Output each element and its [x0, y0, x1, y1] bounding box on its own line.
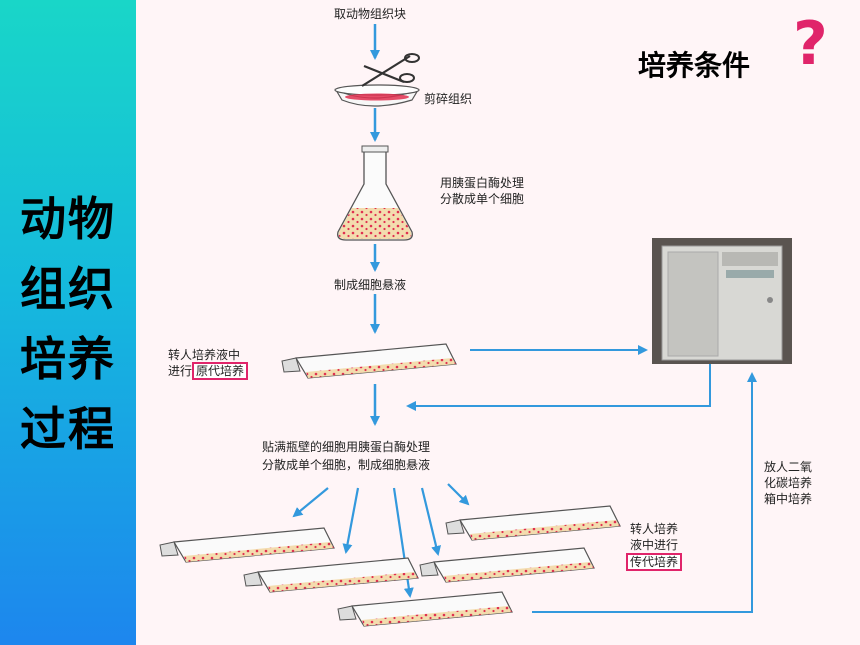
sidebar-title-line-3: 培养 [20, 332, 116, 386]
step-primary-line-2: 进行原代培养 [168, 362, 249, 380]
step-suspension: 制成细胞悬液 [334, 278, 407, 292]
step-cut-tissue: 剪碎组织 [424, 92, 473, 106]
flow-arrow [342, 487, 360, 554]
culture-conditions-title: 培养条件 [638, 49, 751, 82]
primary-culture-flask [281, 343, 457, 379]
co2-incubator [652, 238, 792, 364]
sidebar-title-line-4: 过程 [20, 402, 116, 456]
step-adherent-line-1: 贴满瓶壁的细胞用胰蛋白酶处理 [262, 440, 431, 454]
primary-culture-highlight: 原代培养 [192, 362, 249, 380]
sidebar-title-line-2: 组织 [20, 262, 116, 316]
step-trypsin-line-2: 分散成单个细胞 [440, 192, 525, 206]
scissors-icon [361, 53, 420, 87]
passage-flask [337, 591, 513, 627]
sidebar-title-line-1: 动物 [20, 192, 116, 246]
step-primary-prefix: 进行 [168, 364, 193, 378]
passage-flask [159, 527, 335, 563]
petri-dish [334, 84, 420, 107]
question-mark: ? [793, 9, 828, 79]
flow-arrow [292, 487, 329, 518]
step-incubator-line-2: 化碳培养 [764, 476, 813, 490]
passage-culture-highlight: 传代培养 [626, 553, 683, 571]
passage-highlight-text: 传代培养 [626, 553, 683, 571]
passage-flask [445, 505, 621, 541]
return-arrow [406, 364, 711, 411]
step-adherent-line-2: 分散成单个细胞，制成细胞悬液 [262, 458, 431, 472]
step-primary-line-1: 转人培养液中 [168, 348, 241, 362]
passage-flask [243, 557, 419, 593]
erlenmeyer-flask [337, 145, 413, 241]
step-take-tissue: 取动物组织块 [334, 7, 407, 21]
passage-flask [419, 547, 595, 583]
flow-arrow [420, 487, 441, 556]
step-incubator-line-3: 箱中培养 [764, 492, 813, 506]
step-passage-line-1: 转人培养 [630, 522, 679, 536]
flow-arrow [447, 483, 470, 506]
step-trypsin-line-1: 用胰蛋白酶处理 [440, 176, 525, 190]
sidebar: 动物 组织 培养 过程 [0, 0, 136, 645]
step-incubator-line-1: 放人二氧 [764, 460, 813, 474]
step-passage-line-2: 液中进行 [630, 538, 679, 552]
return-arrow [532, 372, 757, 613]
